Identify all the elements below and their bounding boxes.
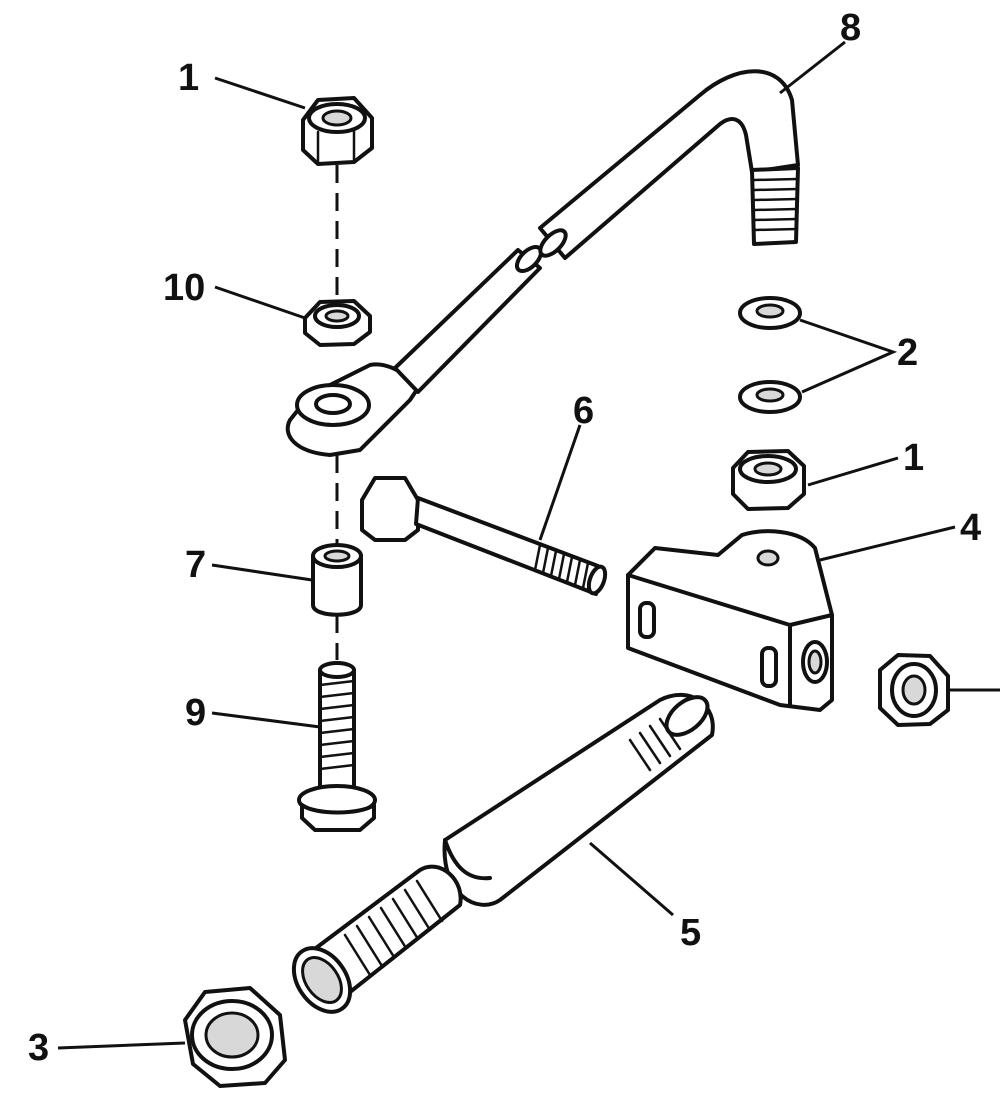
leader-1b [807,456,899,487]
leader-3 [57,1041,186,1050]
thin-nut [303,299,372,347]
callout-1-top: 1 [178,57,199,99]
leader-8 [779,40,846,95]
lock-nut-right [731,449,806,511]
leader-4 [819,525,956,562]
leader-9 [211,711,321,729]
leader-2 [799,318,898,394]
link-rod [285,69,800,457]
leader-10 [214,285,306,320]
callout-4: 4 [960,507,981,549]
jam-nut [183,986,287,1088]
threaded-tube [291,693,715,1014]
leader-1a [214,76,306,110]
callout-9: 9 [185,692,206,734]
callout-1-right: 1 [903,437,924,479]
callout-2: 2 [897,332,918,374]
leader-5 [589,841,674,917]
leader-7 [211,563,313,582]
flange-bolt [297,661,377,832]
leader-6 [538,424,582,541]
callout-7: 7 [185,544,206,586]
callout-8: 8 [840,7,861,49]
long-bolt [360,476,608,596]
edge-lock-nut [878,653,1000,727]
lock-nut-top [301,96,374,166]
callout-10: 10 [163,267,205,309]
flat-washers [738,296,802,414]
callout-6: 6 [573,390,594,432]
clamp-block [626,529,834,712]
callout-5: 5 [680,912,701,954]
spacer-sleeve [311,543,363,617]
callout-3: 3 [28,1027,49,1069]
